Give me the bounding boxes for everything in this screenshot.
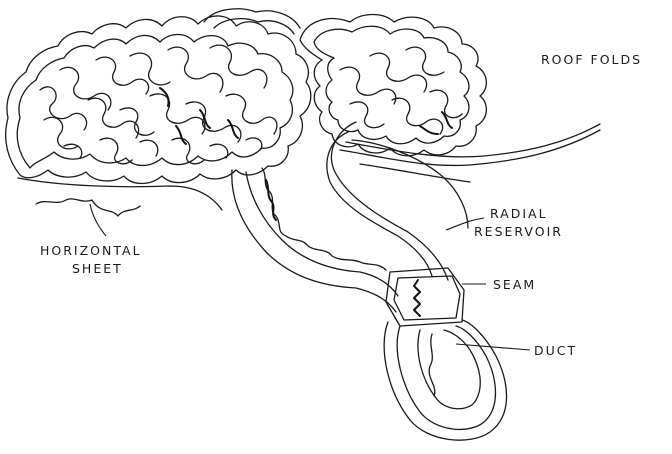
left-fold-convolutions: [40, 45, 277, 164]
radial-reservoir-outer-left: [232, 170, 396, 312]
radial-reservoir-outer-right-2: [331, 122, 448, 280]
label-radial: RADIAL: [490, 206, 548, 221]
label-reservoir: RESERVOIR: [474, 224, 563, 239]
right-band-inner: [360, 164, 470, 182]
leader-horizontal-sheet: [90, 204, 106, 236]
right-fold-convolutions: [340, 47, 462, 134]
label-sheet: SHEET: [72, 261, 123, 276]
duct-wavy-core: [429, 334, 435, 396]
duct-outer: [384, 320, 506, 440]
label-seam: SEAM: [493, 277, 536, 292]
horizontal-sheet-outline: [18, 178, 222, 210]
roof-folds-top-bridge-inner: [214, 19, 294, 34]
label-horizontal: HORIZONTAL: [40, 243, 142, 258]
label-duct: DUCT: [534, 343, 577, 358]
seam-zigzag: [414, 280, 420, 316]
horizontal-sheet-lower-edge: [36, 199, 140, 216]
duct-middle: [397, 326, 495, 429]
duct-inner: [418, 330, 480, 409]
label-roof-folds: ROOF FOLDS: [541, 52, 642, 67]
roof-folds-right-inner: [314, 26, 469, 144]
seam-box: [394, 276, 460, 320]
roof-folds-left-inner: [17, 35, 293, 169]
